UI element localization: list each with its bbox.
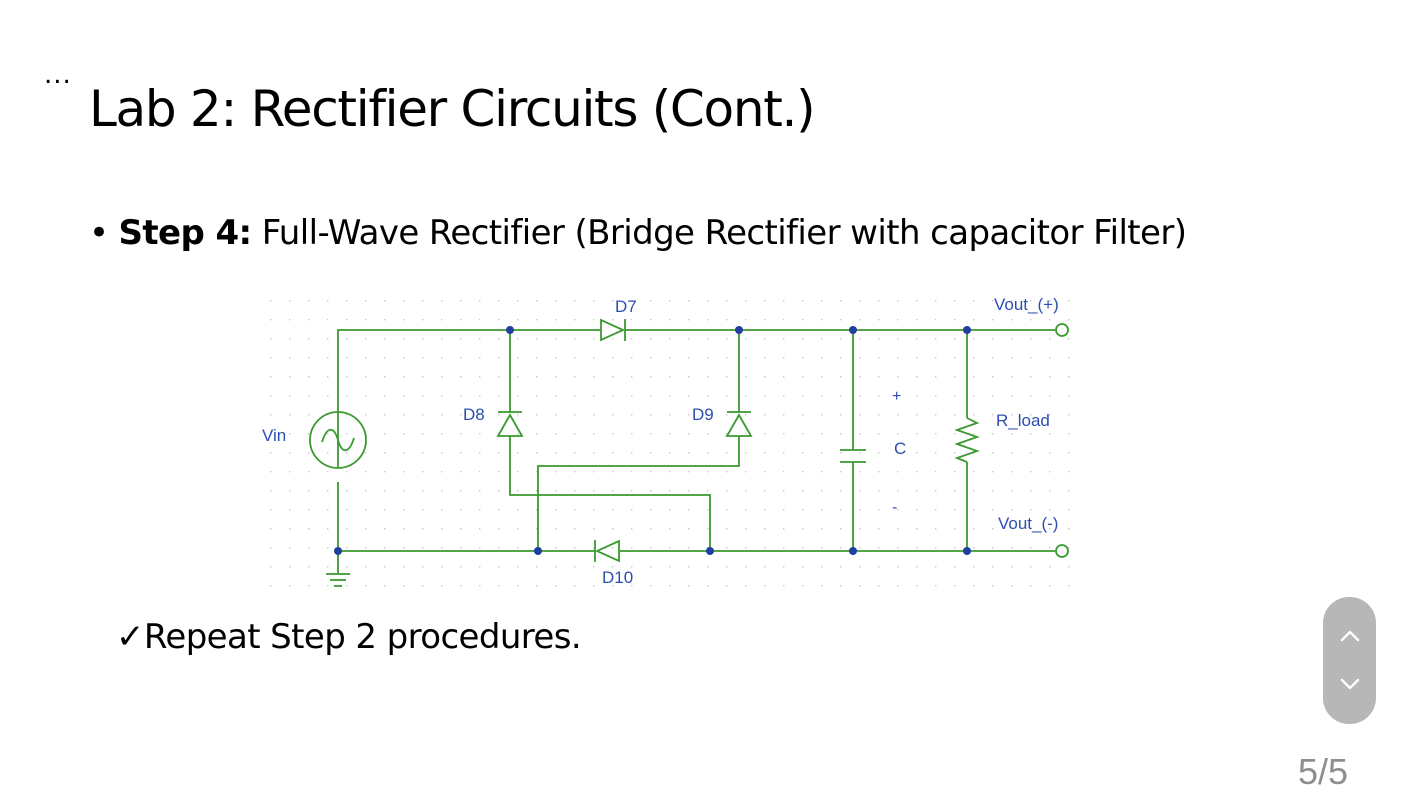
chevron-down-icon — [1340, 678, 1359, 690]
diode-d7-symbol — [600, 318, 626, 342]
slide-navigation — [1323, 597, 1376, 724]
ground-symbol — [326, 573, 350, 587]
more-options-icon[interactable]: ... — [44, 60, 72, 90]
procedure-text: Repeat Step 2 procedures. — [143, 617, 582, 657]
next-slide-button[interactable] — [1323, 659, 1376, 709]
diode-d9-symbol — [725, 411, 753, 437]
label-vin: Vin — [262, 426, 286, 445]
bullet-icon: • — [89, 213, 109, 253]
bridge-rectifier-schematic: Vin D7 D8 D9 D10 + C - R_load Vout_(+) V… — [262, 292, 1085, 587]
page-counter: 5/5 — [1298, 751, 1349, 792]
label-cap: C — [894, 439, 906, 458]
procedure-note: ✓Repeat Step 2 procedures. — [116, 614, 582, 660]
step-label: Step 4: — [118, 213, 252, 253]
checkmark-icon: ✓ — [116, 617, 144, 657]
diode-d8-symbol — [496, 411, 524, 437]
label-d9: D9 — [692, 405, 714, 424]
label-cap-minus: - — [892, 499, 897, 516]
label-r-load: R_load — [996, 411, 1050, 430]
grid-background — [270, 292, 1085, 587]
ac-source-symbol — [309, 411, 367, 469]
label-cap-plus: + — [892, 388, 901, 405]
step-description: Full-Wave Rectifier (Bridge Rectifier wi… — [251, 213, 1187, 253]
circuit-wires — [337, 329, 1055, 573]
output-terminals — [1055, 323, 1069, 558]
label-vout-neg: Vout_(-) — [998, 514, 1058, 533]
label-d8: D8 — [463, 405, 485, 424]
chevron-up-icon — [1340, 630, 1359, 642]
label-d7: D7 — [615, 297, 637, 316]
junction-nodes — [334, 326, 971, 555]
previous-slide-button[interactable] — [1323, 611, 1376, 661]
slide-title: Lab 2: Rectifier Circuits (Cont.) — [89, 80, 816, 138]
diode-d10-symbol — [594, 539, 620, 563]
step-bullet: •Step 4: Full-Wave Rectifier (Bridge Rec… — [89, 210, 1187, 256]
label-vout-pos: Vout_(+) — [994, 295, 1059, 314]
capacitor-symbol — [840, 449, 866, 463]
label-d10: D10 — [602, 568, 633, 587]
